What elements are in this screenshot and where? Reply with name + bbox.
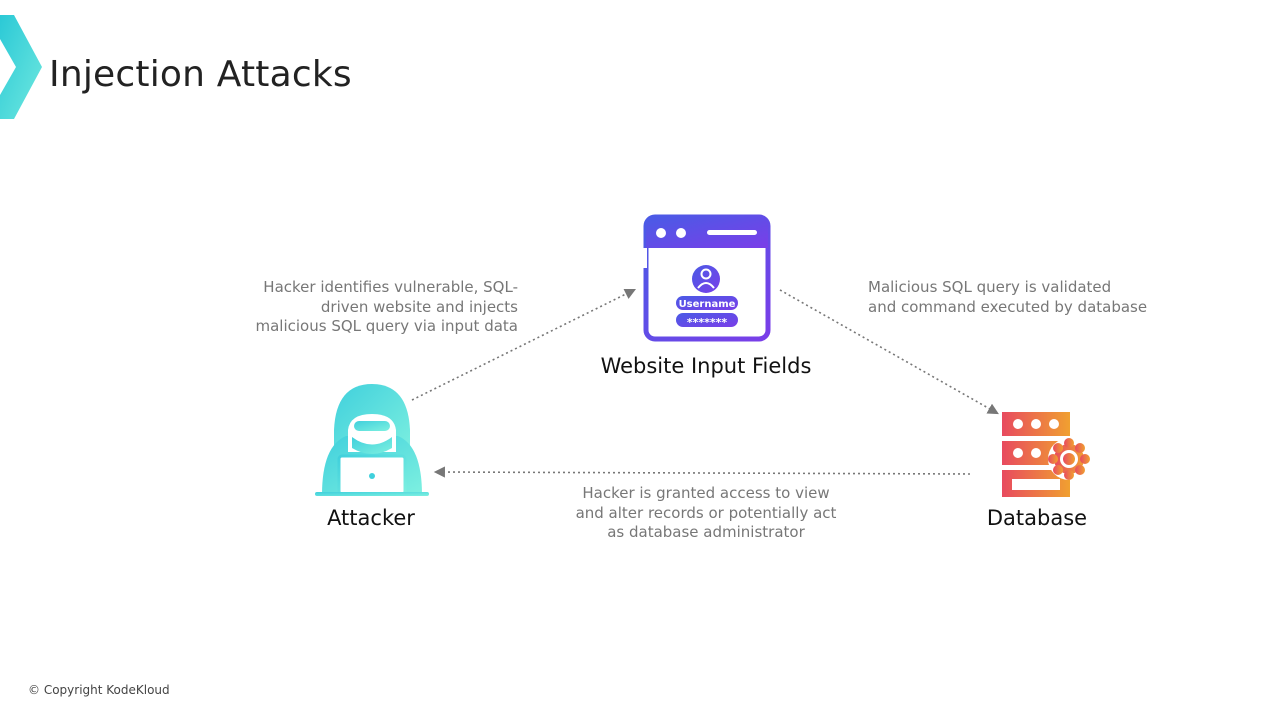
password-field-label: ******* bbox=[687, 316, 728, 329]
copyright-footer: © Copyright KodeKloud bbox=[28, 683, 170, 697]
arrow-website-to-database bbox=[779, 289, 999, 415]
hooded-hacker-laptop-icon bbox=[315, 384, 429, 496]
arrow-attacker-to-website bbox=[411, 288, 637, 401]
step-2-text: Malicious SQL query is validated and com… bbox=[868, 278, 1148, 316]
step-1-caption: Hacker identifies vulnerable, SQL- drive… bbox=[250, 278, 519, 337]
logo-chevron-icon bbox=[0, 15, 42, 119]
arrow-database-to-attacker bbox=[433, 466, 971, 478]
step-1-text: Hacker identifies vulnerable, SQL- drive… bbox=[255, 278, 519, 335]
website-node-label: Website Input Fields bbox=[600, 354, 812, 378]
username-field-label: Username bbox=[679, 299, 736, 310]
step-3-caption: Hacker is granted access to view and alt… bbox=[560, 484, 852, 543]
database-server-gear-icon bbox=[1002, 412, 1090, 497]
page-title: Injection Attacks bbox=[49, 54, 352, 95]
step-3-text: Hacker is granted access to view and alt… bbox=[575, 484, 837, 541]
browser-login-form-icon bbox=[641, 214, 771, 342]
step-2-caption: Malicious SQL query is validated and com… bbox=[868, 278, 1168, 317]
database-node-label: Database bbox=[986, 506, 1088, 530]
attacker-node-label: Attacker bbox=[327, 506, 415, 530]
